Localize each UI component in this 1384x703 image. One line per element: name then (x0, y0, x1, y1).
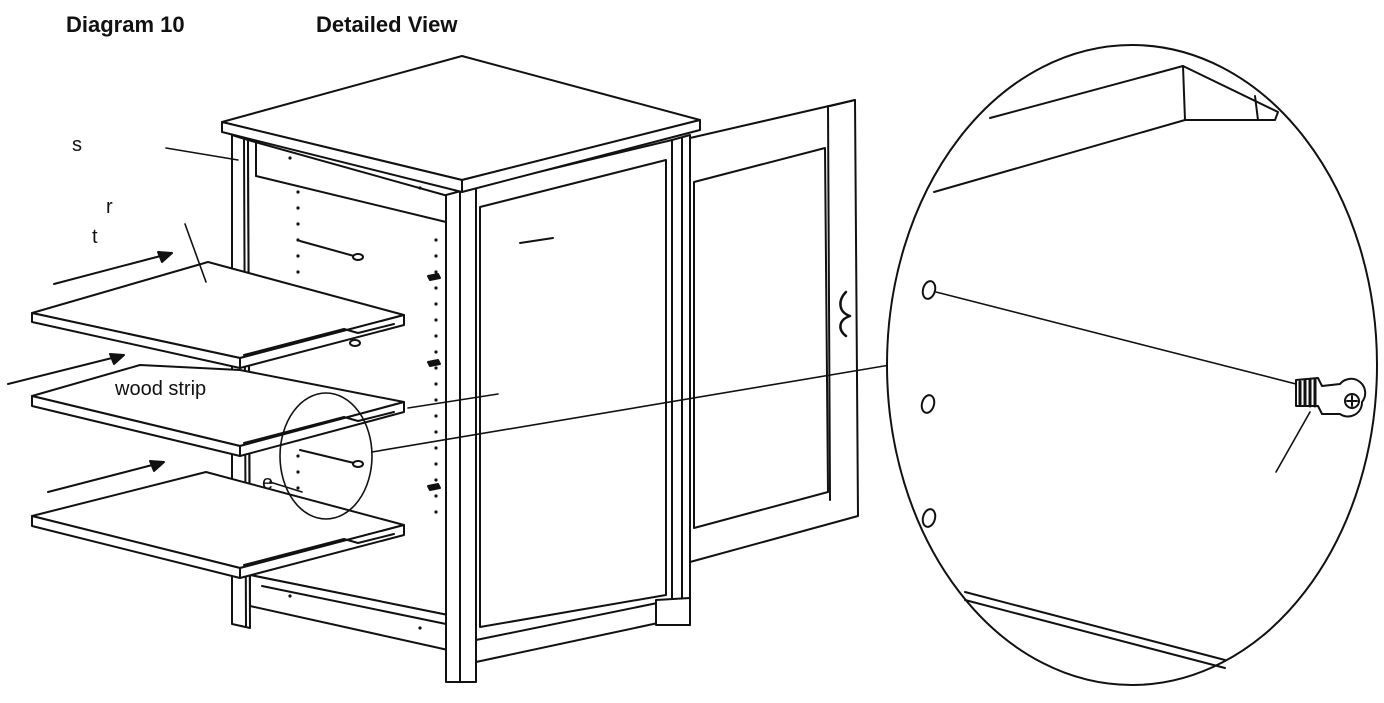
detail-title: Detailed View (316, 12, 458, 37)
shelf-pin-detail-icon (1295, 377, 1367, 418)
label-s: s (72, 134, 82, 156)
shelf-top (31, 261, 405, 369)
detail-view-oval (886, 44, 1378, 686)
cabinet-door (689, 99, 859, 563)
diagram-title: Diagram 10 (66, 12, 185, 37)
label-r: r (106, 196, 113, 218)
label-wood-strip: wood strip (115, 378, 207, 400)
zoom-callout (279, 364, 891, 520)
shelf-pins (299, 240, 441, 491)
shelf-bottom (31, 471, 405, 579)
insertion-arrows (7, 251, 173, 493)
label-t: t (92, 226, 98, 248)
cabinet-carcass (221, 55, 701, 683)
label-e: e (262, 472, 274, 494)
